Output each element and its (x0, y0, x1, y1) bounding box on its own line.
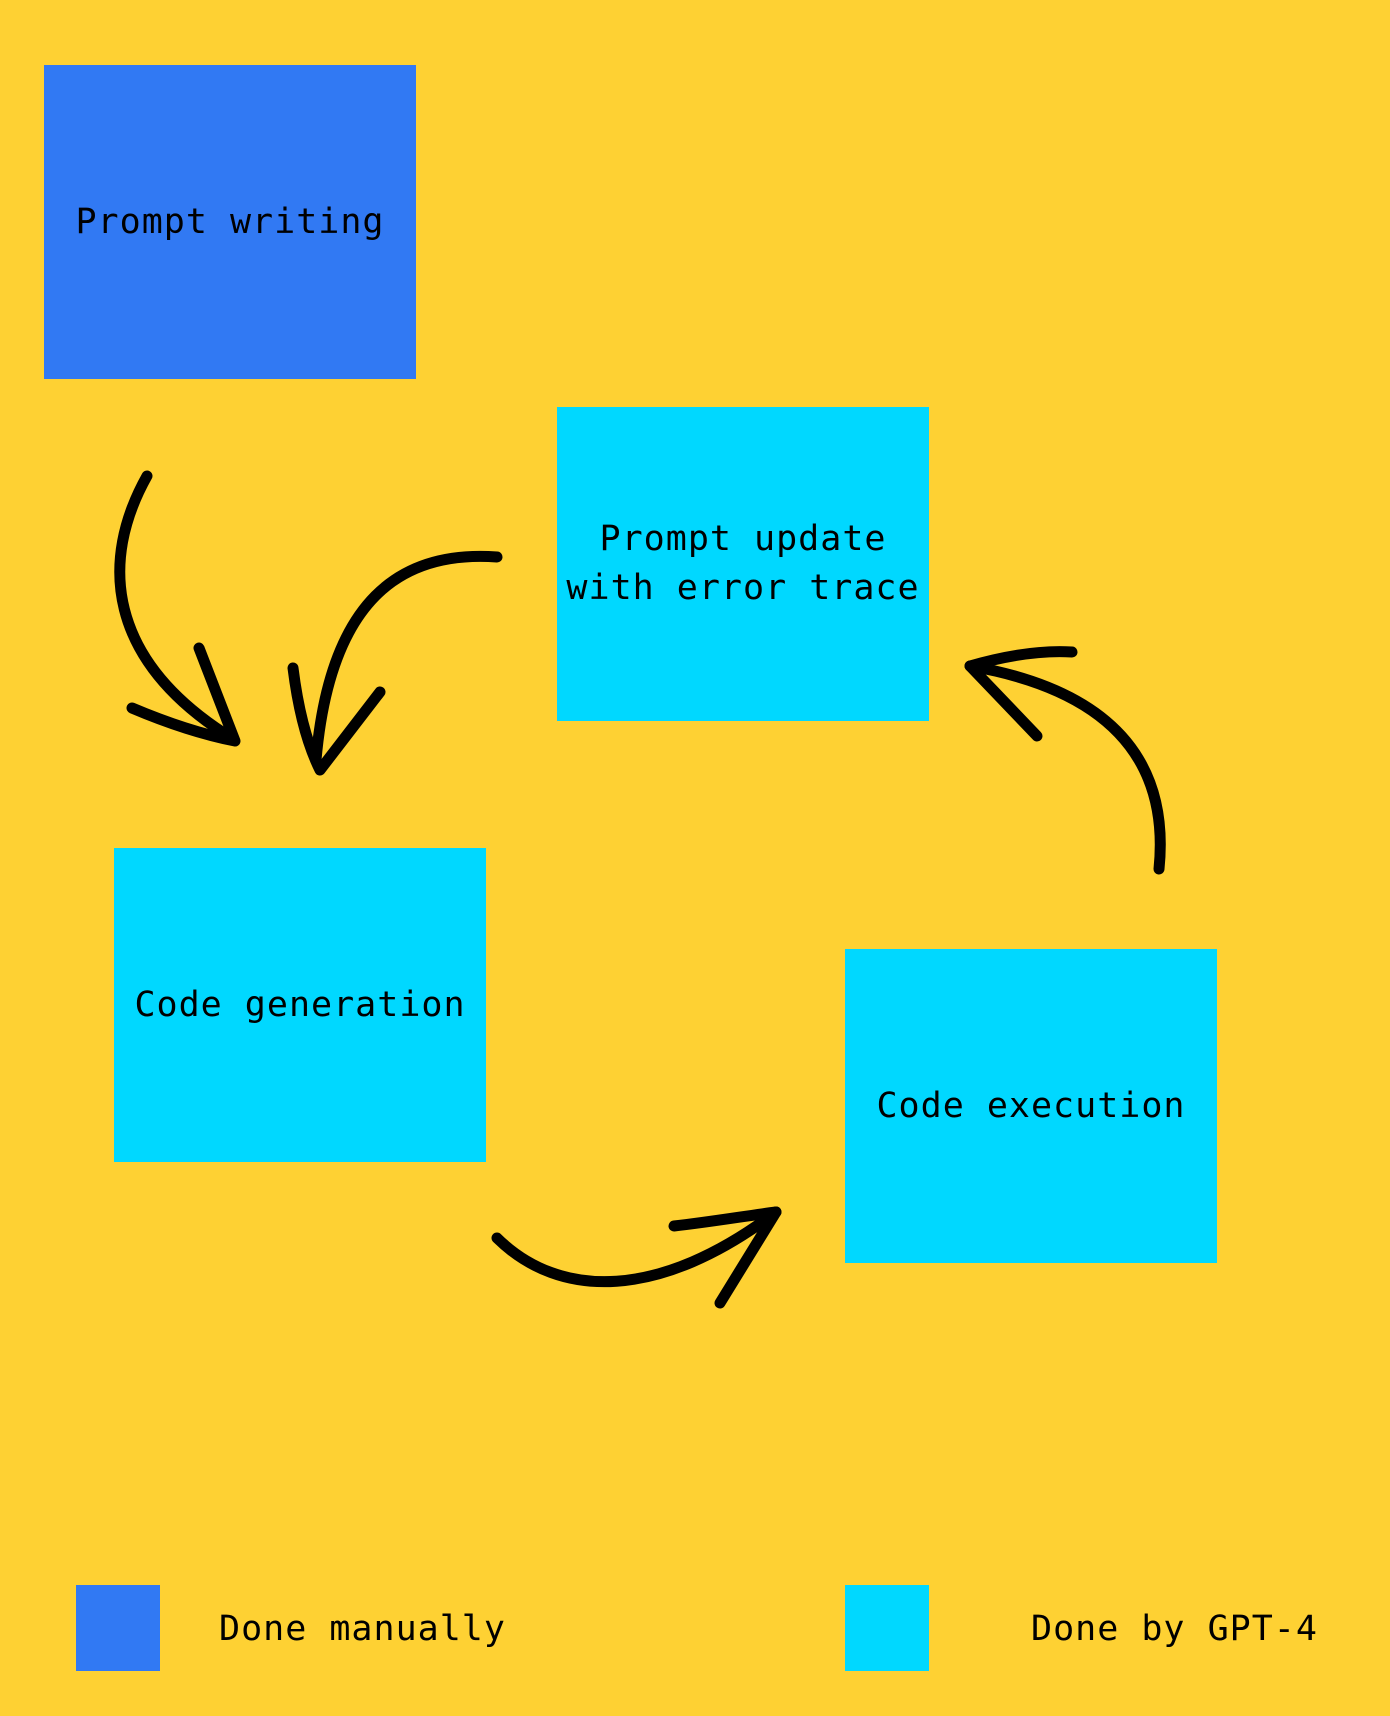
legend-swatch-gpt (845, 1585, 929, 1671)
arrow-head (668, 1206, 782, 1309)
legend-label-manual: Done manually (219, 1609, 506, 1649)
node-prompt-update: Prompt update with error trace (557, 407, 929, 721)
arrow-head (964, 646, 1078, 742)
node-prompt-update-line-1: Prompt update (599, 519, 887, 559)
node-prompt-update-label: Prompt update with error trace (566, 515, 919, 613)
arrow-code-generation-to-code-execution (491, 1206, 782, 1309)
arrow-shaft (491, 1206, 782, 1288)
node-code-generation-label: Code generation (134, 981, 465, 1030)
legend-label-gpt: Done by GPT-4 (1031, 1609, 1318, 1649)
arrow-shaft (964, 660, 1166, 875)
node-code-execution: Code execution (845, 949, 1217, 1263)
node-prompt-writing-label: Prompt writing (75, 198, 384, 247)
node-prompt-writing-line-1: Prompt writing (75, 201, 385, 242)
node-code-execution-label: Code execution (876, 1082, 1185, 1131)
legend-swatch-manual (76, 1585, 160, 1671)
arrow-prompt-writing-to-code-generation (114, 470, 241, 747)
arrow-prompt-update-to-code-generation (287, 550, 503, 776)
node-prompt-writing: Prompt writing (44, 65, 416, 379)
arrow-head (287, 662, 386, 776)
node-code-generation: Code generation (114, 848, 486, 1162)
node-prompt-update-line-2: with error trace (566, 568, 920, 608)
arrow-code-execution-to-prompt-update (964, 646, 1166, 875)
arrow-shaft (114, 470, 239, 745)
node-code-generation-line-1: Code generation (134, 984, 466, 1025)
arrow-shaft (310, 550, 503, 766)
arrow-head (126, 642, 241, 747)
node-code-execution-line-1: Code execution (876, 1085, 1186, 1126)
